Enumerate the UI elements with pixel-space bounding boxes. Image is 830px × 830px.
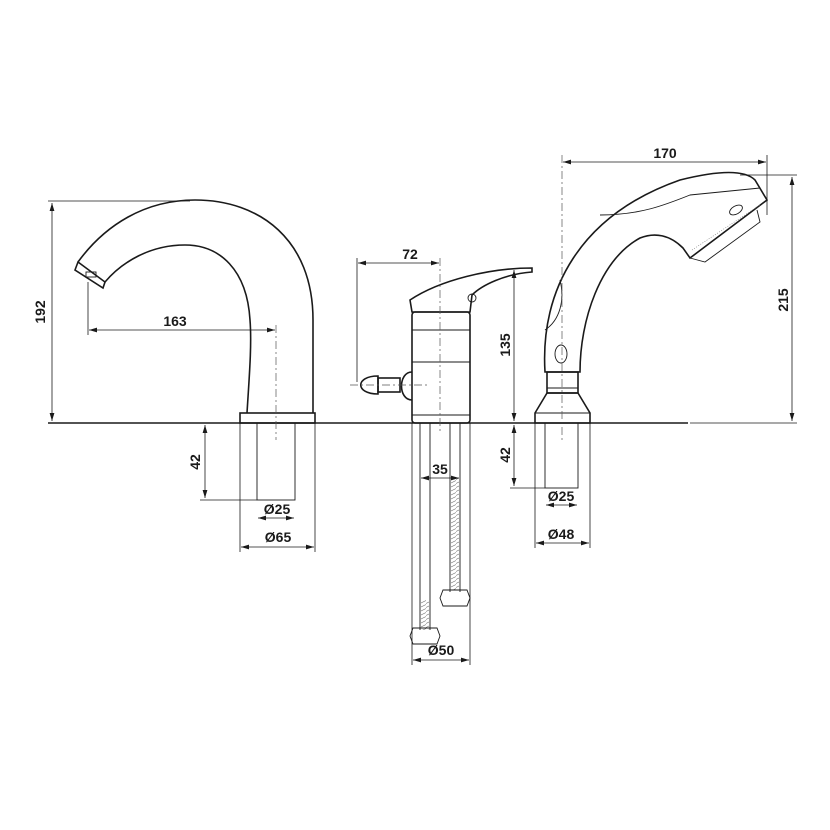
spout (74, 199, 316, 501)
mixer-base-diameter-label: Ø50 (428, 642, 455, 658)
spout-thread-diameter-label: Ø25 (264, 501, 291, 517)
hex-nut (439, 589, 471, 607)
mixer-lever-offset-label: 72 (402, 246, 418, 262)
spout-thread (256, 422, 296, 501)
mixer (350, 267, 533, 645)
spout-base-diameter-label: Ø65 (265, 529, 292, 545)
spout-thread-length-label: 42 (187, 454, 203, 470)
spout-dimensions: 192 163 42 Ø25 Ø65 (32, 200, 316, 552)
hand-shower-thread-diameter-label: Ø25 (548, 488, 575, 504)
hand-shower-thread (544, 422, 579, 489)
mixer-pipe-spacing-label: 35 (432, 461, 448, 477)
spout-height-label: 192 (32, 300, 48, 324)
spout-reach-label: 163 (163, 313, 187, 329)
mixer-dimensions: 72 135 35 Ø50 (356, 246, 517, 665)
hand-shower-length-label: 170 (653, 145, 677, 161)
hand-shower-thread-length-label: 42 (497, 447, 513, 463)
hand-shower-dimensions: 170 215 42 Ø25 Ø48 (497, 145, 797, 548)
hex-nut (409, 627, 441, 645)
hand-shower-height-label: 215 (775, 288, 791, 312)
hand-shower-base-diameter-label: Ø48 (548, 526, 575, 542)
hand-shower (534, 155, 769, 440)
mixer-height-label: 135 (497, 333, 513, 357)
